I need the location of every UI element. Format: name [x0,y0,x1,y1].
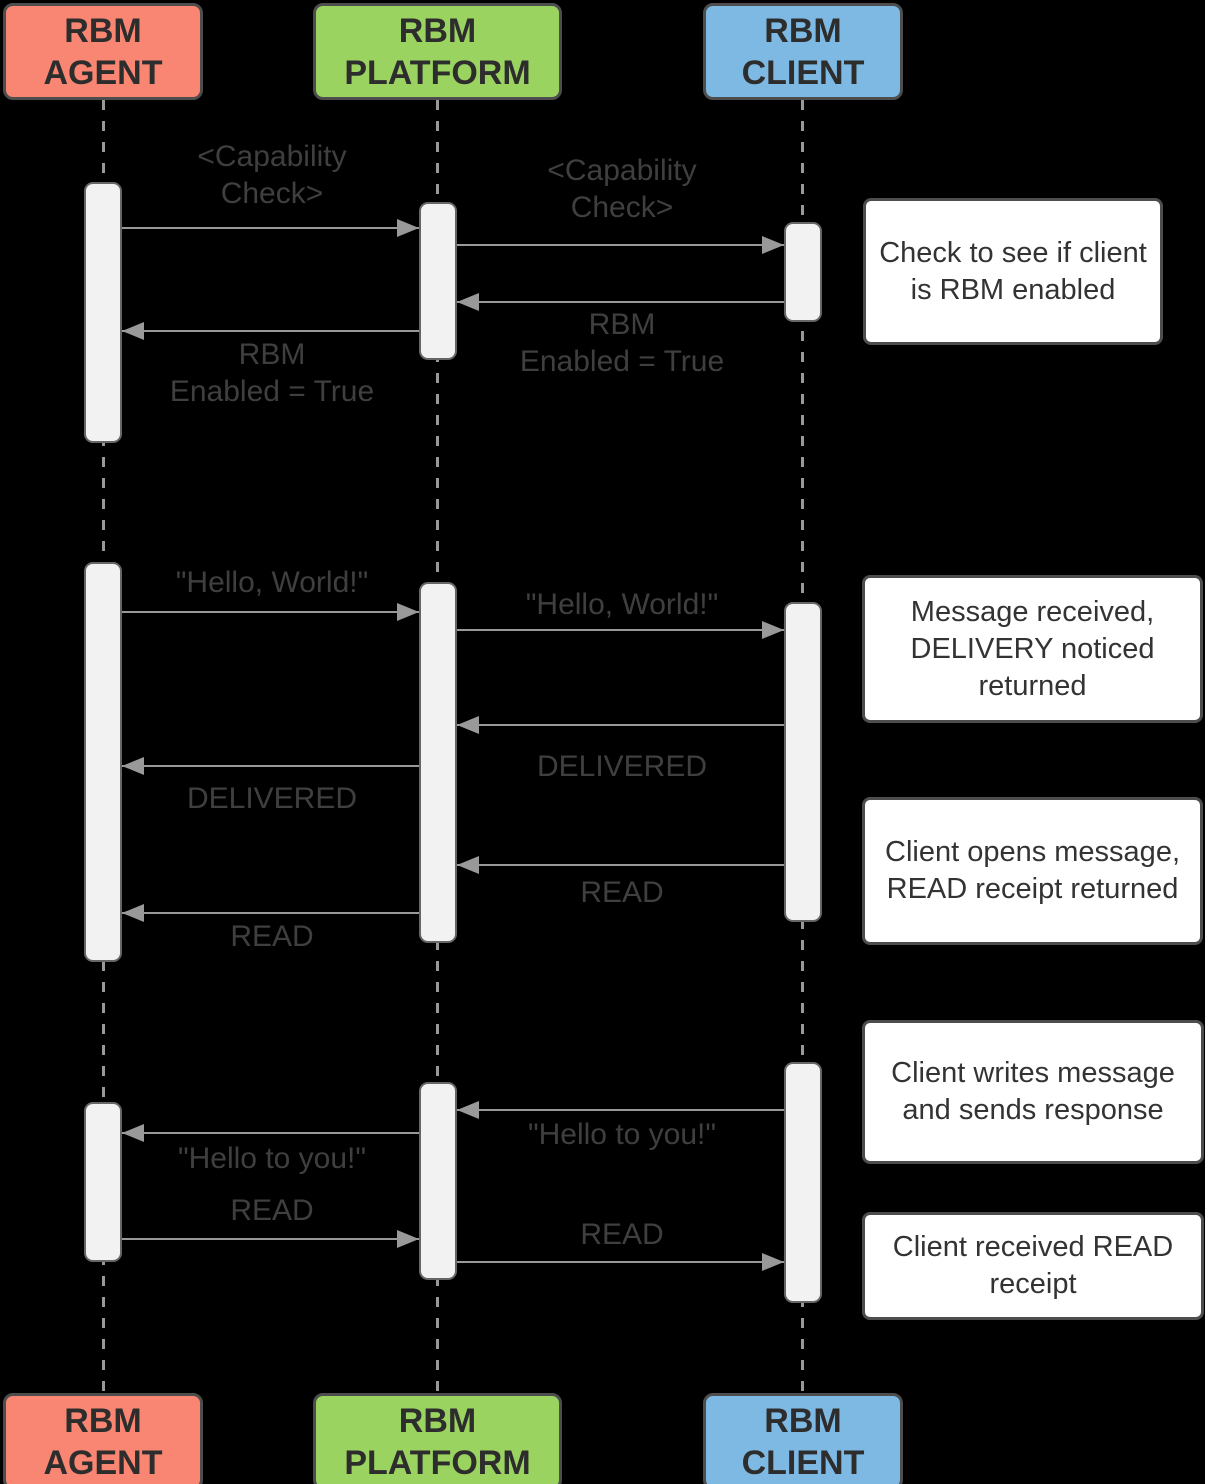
activation-bar-client-3 [784,1062,822,1303]
activation-bar-agent-1 [84,182,122,443]
actor-box-rbm-agent-top: RBM AGENT [3,3,203,100]
actor-box-rbm-client-top: RBM CLIENT [703,3,903,100]
message-label-delivered-1: DELIVERED [536,750,708,783]
note-box-client-opens-message: Client opens message, READ receipt retur… [862,797,1203,945]
activation-bar-platform-3 [419,1082,457,1280]
message-label-read-2: READ [230,920,314,953]
message-label-capability-check-2: <Capability Check> [547,154,697,224]
actor-box-rbm-platform-top: RBM PLATFORM [313,3,562,100]
message-label-read-3: READ [230,1194,314,1227]
message-label-rbm-enabled-1: RBM Enabled = True [519,308,725,378]
message-label-read-4: READ [580,1218,664,1251]
note-box-client-writes-message: Client writes message and sends response [862,1020,1204,1164]
activation-bar-agent-3 [84,1102,122,1262]
message-label-capability-check-1: <Capability Check> [197,140,347,210]
activation-bar-agent-2 [84,562,122,962]
activation-bar-platform-1 [419,202,457,360]
activation-bar-client-2 [784,602,822,922]
actor-box-rbm-platform-bottom: RBM PLATFORM [313,1393,562,1484]
message-label-read-1: READ [580,876,664,909]
activation-bar-platform-2 [419,582,457,943]
message-label-hello-to-you-2: "Hello to you!" [177,1142,367,1175]
actor-box-rbm-client-bottom: RBM CLIENT [703,1393,903,1484]
message-label-rbm-enabled-2: RBM Enabled = True [169,338,375,408]
message-label-delivered-2: DELIVERED [186,782,358,815]
message-label-hello-world-2: "Hello, World!" [525,588,719,621]
message-label-hello-to-you-1: "Hello to you!" [527,1118,717,1151]
note-box-client-received-read: Client received READ receipt [862,1212,1204,1320]
message-label-hello-world-1: "Hello, World!" [175,566,369,599]
activation-bar-client-1 [784,222,822,322]
note-box-capability-check: Check to see if client is RBM enabled [863,198,1163,345]
actor-box-rbm-agent-bottom: RBM AGENT [3,1393,203,1484]
note-box-message-received: Message received, DELIVERY noticed retur… [862,575,1203,723]
